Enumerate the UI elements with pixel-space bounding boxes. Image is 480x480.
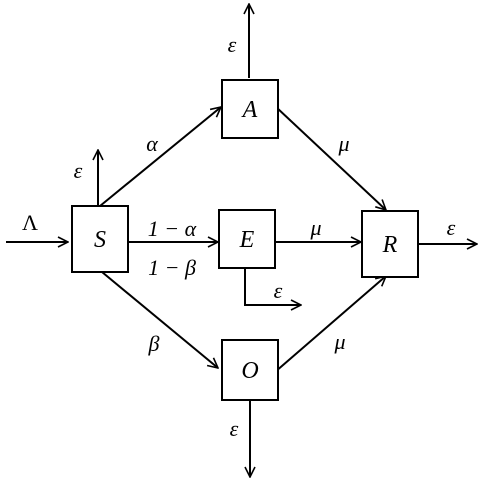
node-r: R bbox=[361, 210, 419, 278]
e-epsilon-label: ε bbox=[274, 278, 283, 303]
s-epsilon-label: ε bbox=[74, 158, 83, 183]
node-o-label: O bbox=[241, 358, 258, 384]
e-to-r-label: μ bbox=[309, 215, 321, 240]
inflow-label: Λ bbox=[22, 210, 38, 235]
a-to-r-arrow bbox=[275, 106, 386, 210]
node-e: E bbox=[218, 209, 276, 269]
s-to-o-arrow bbox=[101, 271, 218, 368]
s-to-a-label: α bbox=[146, 131, 158, 156]
o-to-r-label: μ bbox=[333, 329, 345, 354]
s-to-e-label-bottom: 1 − β bbox=[148, 255, 196, 280]
o-epsilon-label: ε bbox=[230, 416, 239, 441]
node-a-label: A bbox=[241, 97, 258, 123]
node-e-label: E bbox=[239, 227, 255, 253]
r-epsilon-label: ε bbox=[447, 215, 456, 240]
a-epsilon-label: ε bbox=[228, 32, 237, 57]
node-r-label: R bbox=[382, 232, 398, 258]
a-to-r-label: μ bbox=[337, 131, 349, 156]
o-to-r-arrow bbox=[274, 276, 386, 373]
node-s-label: S bbox=[94, 227, 106, 253]
s-to-e-label-top: 1 − α bbox=[148, 216, 197, 241]
s-to-o-label: β bbox=[148, 331, 160, 356]
node-a: A bbox=[221, 79, 279, 139]
e-epsilon-arrow bbox=[244, 268, 301, 305]
s-to-a-arrow bbox=[99, 107, 221, 207]
node-s: S bbox=[71, 205, 129, 273]
node-o: O bbox=[221, 339, 279, 401]
